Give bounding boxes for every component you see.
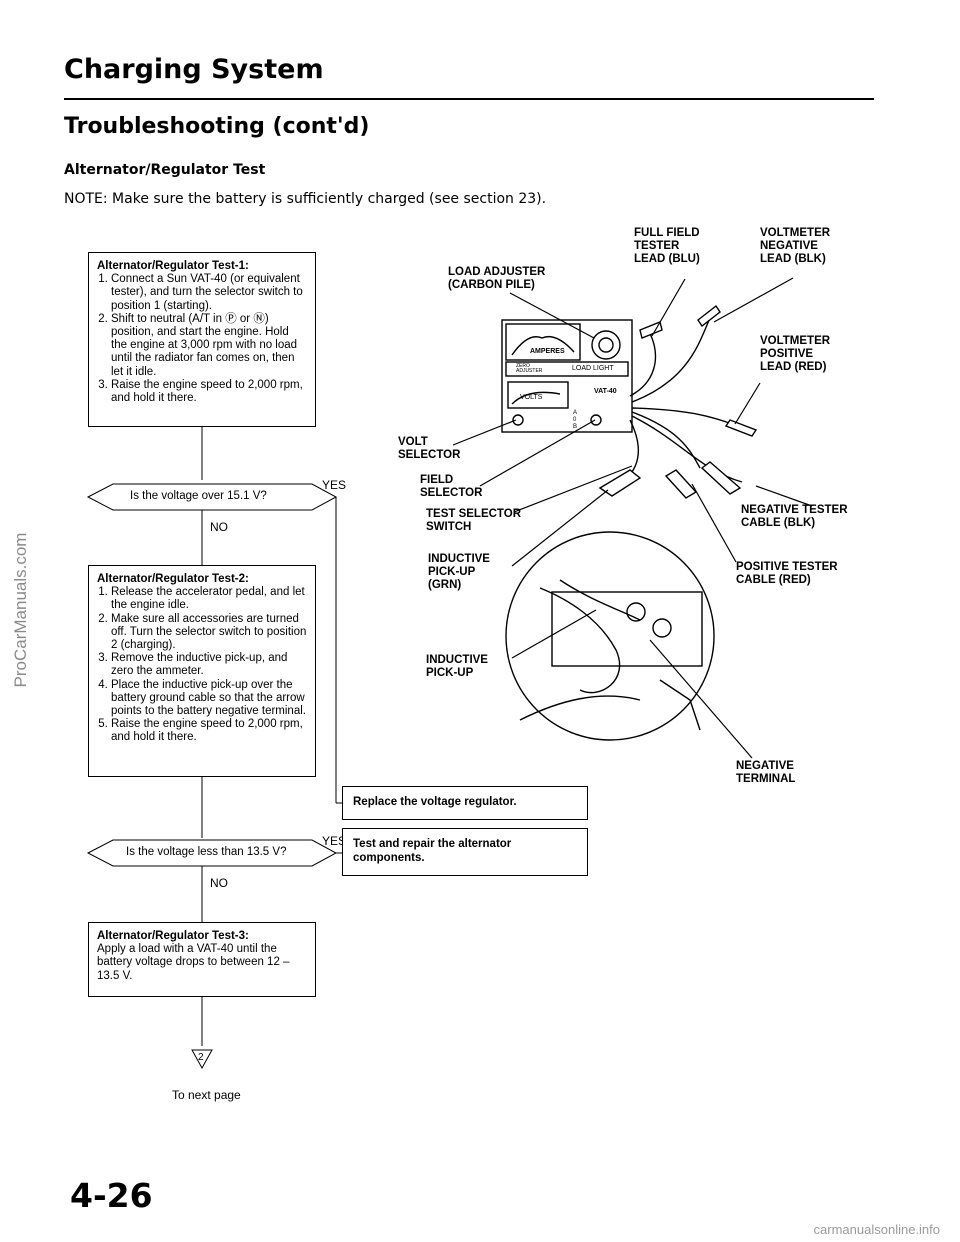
tester-load-light-mark: LOAD LIGHT xyxy=(572,365,614,372)
next-page-text: To next page xyxy=(172,1088,241,1102)
decision1-text: Is the voltage over 15.1 V? xyxy=(130,490,267,502)
test1-step: Raise the engine speed to 2,000 rpm, and… xyxy=(111,379,307,405)
note-text: NOTE: Make sure the battery is sufficien… xyxy=(64,191,547,207)
test2-step: Make sure all accessories are turned off… xyxy=(111,613,307,653)
decision1-no: NO xyxy=(210,520,228,534)
label-load-adjuster: LOAD ADJUSTER (CARBON PILE) xyxy=(448,266,546,291)
section-title: Alternator/Regulator Test xyxy=(64,162,266,178)
test1-box: Alternator/Regulator Test-1: Connect a S… xyxy=(88,252,316,427)
decision2-no: NO xyxy=(210,876,228,890)
test1-step: Connect a Sun VAT-40 (or equivalent test… xyxy=(111,273,307,313)
page-subtitle: Troubleshooting (cont'd) xyxy=(64,114,370,139)
test1-step: Shift to neutral (A/T in Ⓟ or Ⓝ) positio… xyxy=(111,313,307,379)
test3-box: Alternator/Regulator Test-3: Apply a loa… xyxy=(88,922,316,997)
page-number: 4-26 xyxy=(70,1176,153,1215)
test2-step: Place the inductive pick-up over the bat… xyxy=(111,679,307,719)
replace-regulator-box: Replace the voltage regulator. xyxy=(342,786,588,820)
decision1-yes: YES xyxy=(322,478,347,492)
tester-amperes-mark: AMPERES xyxy=(530,348,565,355)
label-positive-tester-cable: POSITIVE TESTER CABLE (RED) xyxy=(736,561,838,586)
label-negative-tester-cable: NEGATIVE TESTER CABLE (BLK) xyxy=(741,504,848,529)
test2-step: Remove the inductive pick-up, and zero t… xyxy=(111,652,307,678)
tester-illustration xyxy=(501,304,758,741)
tester-position-mark: A 0 B xyxy=(573,410,578,430)
label-voltmeter-positive: VOLTMETER POSITIVE LEAD (RED) xyxy=(760,335,831,373)
label-full-field: FULL FIELD TESTER LEAD (BLU) xyxy=(634,227,700,265)
label-negative-terminal: NEGATIVE TERMINAL xyxy=(736,760,796,785)
label-inductive-grn: INDUCTIVE PICK-UP (GRN) xyxy=(428,553,490,591)
label-inductive-pickup: INDUCTIVE PICK-UP xyxy=(426,654,488,679)
tester-zero-mark: ZERO ADJUSTER xyxy=(516,363,543,374)
label-volt-selector: VOLT SELECTOR xyxy=(398,436,461,461)
footer-watermark: carmanualsonline.info xyxy=(813,1222,940,1237)
test1-title: Alternator/Regulator Test-1: xyxy=(97,260,249,272)
connector-number: 2 xyxy=(198,1052,204,1063)
label-voltmeter-negative: VOLTMETER NEGATIVE LEAD (BLK) xyxy=(760,227,831,265)
title-divider xyxy=(64,98,874,100)
page-title: Charging System xyxy=(64,54,324,85)
tester-model-mark: VAT-40 xyxy=(594,388,617,395)
connector-triangle xyxy=(191,1049,213,1070)
label-test-selector: TEST SELECTOR SWITCH xyxy=(426,508,521,533)
label-field-selector: FIELD SELECTOR xyxy=(420,474,483,499)
test2-step: Release the accelerator pedal, and let t… xyxy=(111,586,307,612)
decision2-yes: YES xyxy=(322,834,347,848)
tester-volts-mark: VOLTS xyxy=(520,394,543,401)
test3-title: Alternator/Regulator Test-3: xyxy=(97,930,249,942)
repair-alternator-box: Test and repair the alternator component… xyxy=(342,828,588,876)
decision2-text: Is the voltage less than 13.5 V? xyxy=(126,846,287,858)
test2-step: Raise the engine speed to 2,000 rpm, and… xyxy=(111,718,307,744)
test2-box: Alternator/Regulator Test-2: Release the… xyxy=(88,565,316,777)
test3-text: Apply a load with a VAT-40 until the bat… xyxy=(97,943,290,982)
test2-title: Alternator/Regulator Test-2: xyxy=(97,573,249,585)
